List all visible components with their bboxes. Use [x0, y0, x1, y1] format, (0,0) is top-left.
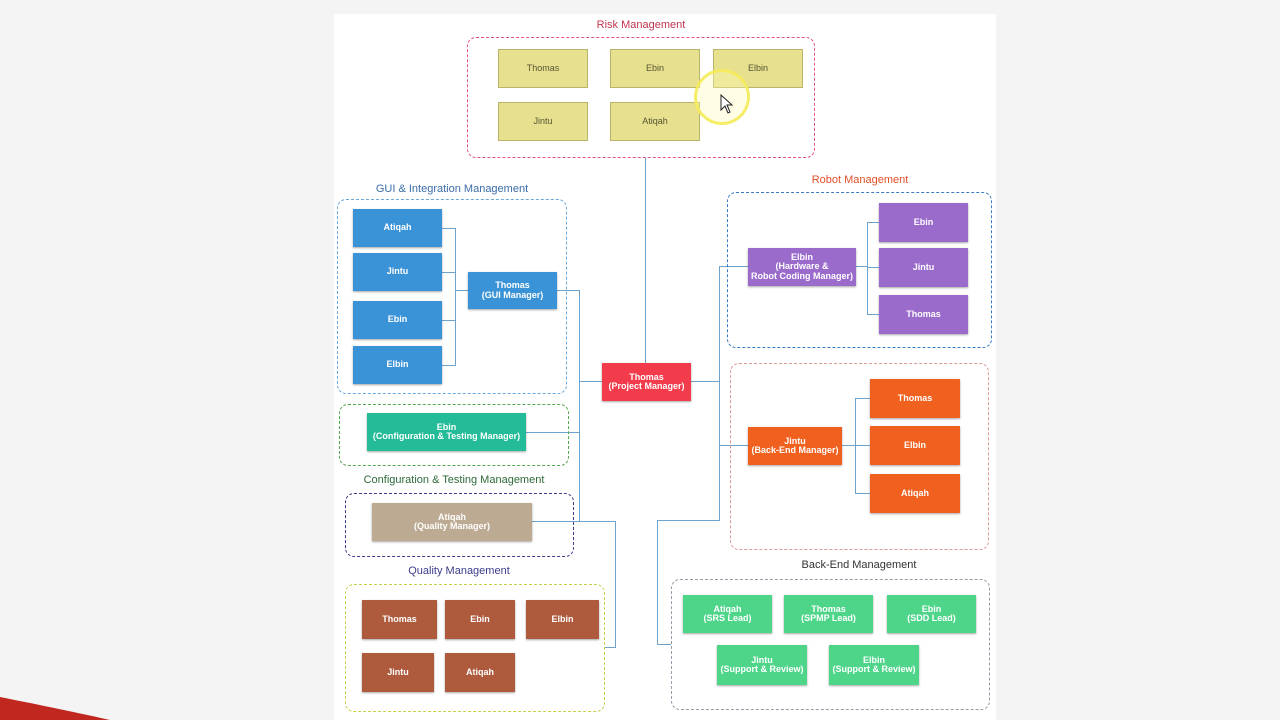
robot-member-node: Ebin: [879, 203, 968, 242]
quality-manager-node: Atiqah (Quality Manager): [372, 503, 532, 541]
connector-line: [442, 365, 456, 366]
robot-management-title: Robot Management: [811, 174, 909, 186]
backend-management-group: [671, 579, 990, 710]
connector-line: [855, 493, 870, 494]
connector-line: [867, 267, 879, 268]
backend-manager-node: Jintu (Back-End Manager): [748, 427, 842, 465]
quality-member-node: Jintu: [362, 653, 434, 692]
risk-member-node: Ebin: [610, 49, 700, 88]
quality-management-title: Quality Management: [408, 565, 510, 577]
connector-line: [657, 644, 671, 645]
robot-manager-node: Elbin (Hardware & Robot Coding Manager): [748, 248, 856, 286]
project-manager-node: Thomas (Project Manager): [602, 363, 691, 401]
connector-line: [442, 320, 456, 321]
backend-lead-node: Atiqah (SRS Lead): [683, 595, 772, 633]
backend-member-node: Thomas: [870, 379, 960, 418]
risk-management-group: [467, 37, 815, 158]
connector-line: [691, 381, 719, 382]
connector-line: [557, 290, 579, 291]
connector-line: [855, 398, 856, 494]
backend-team-group: [730, 363, 989, 550]
corner-decoration-shape: [0, 697, 110, 720]
connector-line: [867, 222, 879, 223]
risk-member-node: Jintu: [498, 102, 588, 141]
quality-member-node: Elbin: [526, 600, 599, 639]
connector-line: [615, 521, 616, 648]
quality-member-node: Ebin: [445, 600, 515, 639]
connector-line: [867, 222, 868, 314]
quality-management-group: [345, 584, 605, 712]
connector-line: [442, 272, 456, 273]
connector-line: [532, 521, 616, 522]
backend-member-node: Elbin: [870, 426, 960, 465]
backend-lead-node: Ebin (SDD Lead): [887, 595, 976, 633]
connector-line: [455, 228, 456, 365]
robot-member-node: Jintu: [879, 248, 968, 287]
connector-line: [526, 432, 579, 433]
connector-line: [442, 228, 456, 229]
connector-line: [645, 158, 646, 363]
connector-line: [842, 445, 856, 446]
robot-management-group: [727, 192, 992, 348]
backend-member-node: Atiqah: [870, 474, 960, 513]
quality-manager-group: [345, 493, 574, 557]
gui-member-node: Atiqah: [353, 209, 442, 247]
gui-manager-node: Thomas (GUI Manager): [468, 272, 557, 309]
backend-lead-node: Jintu (Support & Review): [717, 645, 807, 685]
connector-line: [579, 290, 580, 522]
gui-member-node: Jintu: [353, 253, 442, 291]
gui-management-title: GUI & Integration Management: [375, 183, 529, 195]
connector-line: [455, 290, 468, 291]
connector-line: [719, 266, 720, 521]
connector-line: [657, 520, 719, 521]
connector-line: [855, 398, 870, 399]
risk-member-node: Thomas: [498, 49, 588, 88]
backend-lead-node: Elbin (Support & Review): [829, 645, 919, 685]
connector-line: [719, 266, 748, 267]
risk-management-title: Risk Management: [596, 19, 686, 31]
connector-line: [856, 266, 868, 267]
gui-member-node: Ebin: [353, 301, 442, 339]
connector-line: [604, 647, 616, 648]
config-testing-group: [339, 404, 569, 466]
quality-member-node: Atiqah: [445, 653, 515, 692]
connector-line: [855, 445, 870, 446]
robot-member-node: Thomas: [879, 295, 968, 334]
quality-member-node: Thomas: [362, 600, 437, 639]
connector-line: [867, 314, 879, 315]
connector-line: [579, 381, 602, 382]
config-testing-title: Configuration & Testing Management: [363, 474, 545, 486]
config-testing-manager-node: Ebin (Configuration & Testing Manager): [367, 413, 526, 451]
backend-management-title: Back-End Management: [801, 559, 917, 571]
connector-line: [719, 445, 748, 446]
risk-member-node: Atiqah: [610, 102, 700, 141]
gui-management-group: [337, 199, 567, 394]
backend-lead-node: Thomas (SPMP Lead): [784, 595, 873, 633]
connector-line: [657, 520, 658, 645]
gui-member-node: Elbin: [353, 346, 442, 384]
mouse-pointer-icon: [720, 94, 734, 114]
